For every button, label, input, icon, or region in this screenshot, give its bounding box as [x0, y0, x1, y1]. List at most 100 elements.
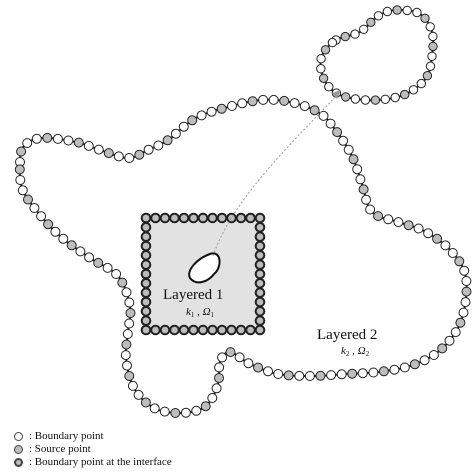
boundary-point	[402, 5, 412, 16]
legend-source-point: : Source point	[14, 442, 91, 456]
omega1-symbol: Ω	[202, 306, 211, 318]
interface-point	[254, 315, 266, 327]
source-point	[103, 148, 114, 159]
interface-point	[254, 287, 266, 299]
interface-point	[140, 231, 152, 242]
interface-point	[140, 212, 152, 224]
boundary-point	[304, 371, 315, 381]
interface-point	[226, 212, 237, 224]
source-point	[170, 408, 181, 418]
source-point	[455, 317, 466, 328]
boundary-point	[318, 110, 329, 121]
boundary-point	[124, 297, 135, 308]
boundary-point	[419, 355, 430, 366]
layered-2-params: k2 , Ω2	[341, 345, 369, 358]
interface-point	[150, 324, 161, 336]
boundary-point	[217, 352, 228, 363]
boundary-point	[316, 64, 326, 74]
boundary-point	[237, 98, 248, 109]
interface-point	[254, 250, 266, 261]
interface-point	[254, 268, 266, 280]
source-point	[225, 347, 236, 358]
source-point	[187, 115, 198, 126]
boundary-point	[380, 94, 390, 105]
interface-point	[140, 250, 152, 261]
interface-point	[226, 324, 237, 336]
source-point	[332, 127, 343, 138]
boundary-point	[393, 217, 404, 228]
interface-point	[178, 324, 190, 336]
source-point	[121, 339, 132, 350]
source-point	[125, 308, 136, 318]
interface-point	[254, 212, 266, 224]
boundary-point	[124, 153, 135, 163]
interface-point	[197, 212, 209, 224]
k1-subscript: 1	[190, 311, 195, 319]
boundary-point	[214, 362, 225, 373]
interface-point	[235, 212, 247, 224]
interface-point	[245, 324, 256, 336]
boundary-point	[316, 54, 326, 64]
boundary-point	[75, 246, 86, 257]
interface-point	[178, 212, 190, 224]
k2-symbol: k	[341, 345, 346, 357]
source-point	[403, 220, 414, 231]
boundary-point	[84, 252, 95, 263]
interface-point	[140, 315, 152, 327]
interface-point	[140, 324, 152, 336]
source-point	[318, 73, 329, 84]
interface-point	[140, 268, 152, 280]
interface-point	[169, 212, 180, 224]
source-point	[428, 41, 438, 52]
boundary-point	[196, 110, 207, 121]
boundary-point	[122, 329, 133, 339]
boundary-point	[428, 31, 438, 42]
boundary-point	[133, 389, 144, 400]
boundary-point	[178, 121, 189, 132]
boundary-point	[352, 164, 363, 175]
boundary-point	[15, 175, 26, 185]
interface-point	[245, 212, 256, 224]
boundary-point	[227, 101, 237, 111]
legend-interface-label: : Boundary point at the interface	[29, 456, 172, 468]
interface-point	[150, 212, 161, 224]
source-point	[378, 366, 389, 377]
boundary-point	[143, 144, 154, 155]
interface-point	[254, 324, 266, 336]
boundary-point	[427, 51, 437, 61]
boundary-point	[211, 383, 222, 394]
boundary-point	[416, 78, 426, 89]
source-point	[253, 362, 264, 373]
boundary-point	[127, 380, 138, 391]
source-point	[279, 95, 290, 106]
source-point	[42, 132, 53, 143]
layered-1-label: Layered 1	[163, 287, 224, 303]
source-point	[162, 135, 173, 146]
omega1-subscript: 1	[210, 311, 215, 319]
omega2-subscript: 2	[365, 350, 370, 358]
source-point	[134, 149, 145, 160]
boundary-point	[450, 327, 461, 338]
interface-point	[140, 259, 152, 271]
interface-point	[207, 212, 218, 224]
source-point	[422, 71, 433, 81]
interface-point	[254, 231, 266, 242]
boundary-point	[373, 11, 384, 21]
source-point	[66, 240, 77, 251]
source-point-icon	[14, 444, 23, 454]
source-point	[214, 373, 224, 383]
boundary-point	[122, 360, 132, 371]
boundary-point	[359, 24, 369, 34]
boundary-point	[63, 135, 74, 146]
boundary-point	[390, 92, 400, 103]
boundary-point	[120, 350, 131, 361]
boundary-point	[382, 6, 393, 17]
boundary-point	[153, 140, 164, 151]
interface-point	[140, 240, 152, 252]
boundary-point	[428, 350, 439, 360]
boundary-point	[327, 37, 338, 48]
interface-point	[254, 278, 266, 289]
boundary-point	[350, 94, 361, 104]
source-point	[200, 401, 211, 412]
